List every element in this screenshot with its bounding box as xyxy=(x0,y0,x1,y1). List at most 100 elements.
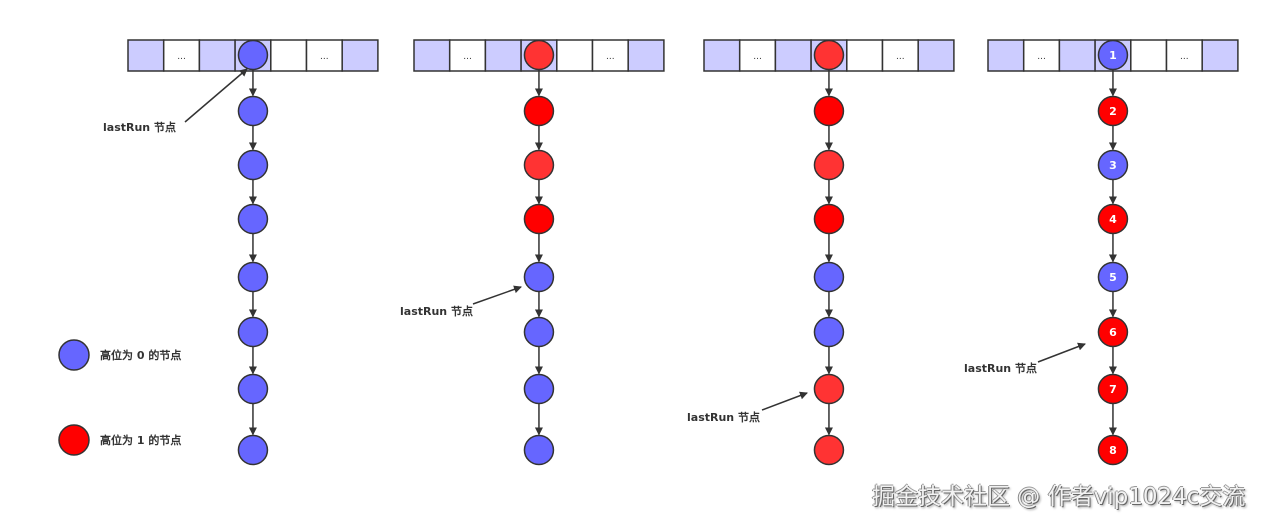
bucket-cell xyxy=(774,39,812,72)
node-circle xyxy=(1097,261,1129,293)
list-node xyxy=(237,39,269,71)
list-node xyxy=(523,373,555,405)
legend-swatch xyxy=(58,339,90,371)
node-number: 2 xyxy=(1109,105,1117,118)
bucket-cell xyxy=(127,39,165,72)
list-node xyxy=(523,261,555,293)
bucket-cell xyxy=(270,39,308,72)
last-run-annotation: lastRun 节点 xyxy=(687,391,808,424)
bucket-cell xyxy=(305,39,343,72)
list-node xyxy=(523,316,555,348)
hash-bucket-column-3: ...... lastRun 节点 xyxy=(687,39,955,466)
node-circle xyxy=(237,316,269,348)
list-node xyxy=(237,203,269,235)
node-circle xyxy=(237,95,269,127)
list-node xyxy=(523,39,555,71)
bucket-cell xyxy=(341,39,379,72)
bucket-cell xyxy=(846,39,884,72)
bucket-cell xyxy=(703,39,741,72)
bucket-cell xyxy=(1130,39,1168,72)
last-run-arrow xyxy=(184,68,248,123)
node-circle xyxy=(523,95,555,127)
list-node xyxy=(237,316,269,348)
list-node: 2 xyxy=(1097,95,1129,127)
node-circle xyxy=(1097,316,1129,348)
node-circle xyxy=(523,149,555,181)
node-circle xyxy=(813,39,845,71)
bucket-cell xyxy=(917,39,955,72)
list-node xyxy=(813,316,845,348)
last-run-arrow xyxy=(472,285,522,305)
list-node xyxy=(813,95,845,127)
bucket-cell-ellipsis: ... xyxy=(753,52,762,62)
node-circle xyxy=(1097,95,1129,127)
node-circle xyxy=(237,261,269,293)
node-number: 7 xyxy=(1109,383,1117,396)
node-circle xyxy=(523,39,555,71)
list-node xyxy=(237,95,269,127)
bucket-cell xyxy=(627,39,665,72)
node-circle xyxy=(237,203,269,235)
node-circle xyxy=(1097,39,1129,71)
last-run-label: lastRun 节点 xyxy=(103,120,176,134)
last-run-annotation: lastRun 节点 xyxy=(103,68,248,134)
node-circle xyxy=(1097,203,1129,235)
bucket-cell xyxy=(484,39,522,72)
list-node xyxy=(813,203,845,235)
bucket-cell xyxy=(881,39,919,72)
bucket-cell xyxy=(987,39,1025,72)
last-run-annotation: lastRun 节点 xyxy=(400,285,522,318)
bucket-cell-ellipsis: ... xyxy=(896,52,905,62)
node-number: 4 xyxy=(1109,213,1117,226)
list-node xyxy=(523,203,555,235)
list-node xyxy=(523,95,555,127)
node-number: 1 xyxy=(1109,49,1117,62)
bucket-cell xyxy=(162,39,201,72)
list-node: 1 xyxy=(1097,39,1129,71)
bucket-cell xyxy=(1058,39,1096,72)
node-circle xyxy=(813,149,845,181)
list-node xyxy=(813,261,845,293)
node-circle xyxy=(523,316,555,348)
node-circle xyxy=(1097,434,1129,466)
node-circle xyxy=(1097,149,1129,181)
hash-bucket-column-2: ......lastRun 节点 xyxy=(400,39,665,466)
hash-bucket-column-4: ......1 2 3 4 5 6 7 8 lastRun 节点 xyxy=(964,39,1239,466)
bucket-cell xyxy=(413,39,451,72)
list-node: 6 xyxy=(1097,316,1129,348)
bucket-cell-ellipsis: ... xyxy=(1037,52,1046,62)
node-circle xyxy=(523,203,555,235)
last-run-arrow xyxy=(761,391,808,411)
node-circle xyxy=(1097,373,1129,405)
node-circle xyxy=(813,373,845,405)
bucket-cell xyxy=(591,39,629,72)
last-run-label: lastRun 节点 xyxy=(964,361,1037,375)
list-node: 4 xyxy=(1097,203,1129,235)
last-run-label: lastRun 节点 xyxy=(687,410,760,424)
bucket-array: ...... xyxy=(987,39,1239,72)
bucket-cell-ellipsis: ... xyxy=(177,52,186,62)
legend-swatch xyxy=(58,424,90,456)
list-node: 3 xyxy=(1097,149,1129,181)
list-node: 7 xyxy=(1097,373,1129,405)
node-circle xyxy=(813,316,845,348)
list-node xyxy=(813,373,845,405)
list-node xyxy=(523,434,555,466)
node-circle xyxy=(237,434,269,466)
bucket-cell-ellipsis: ... xyxy=(463,52,472,62)
list-node xyxy=(523,149,555,181)
list-node: 8 xyxy=(1097,434,1129,466)
node-circle xyxy=(523,261,555,293)
last-run-annotation: lastRun 节点 xyxy=(964,342,1086,375)
bucket-cell xyxy=(556,39,594,72)
node-circle xyxy=(237,39,269,71)
list-node xyxy=(237,261,269,293)
list-node: 5 xyxy=(1097,261,1129,293)
node-circle xyxy=(813,95,845,127)
legend-item: 高位为 1 的节点 xyxy=(58,424,181,456)
bucket-cell xyxy=(1201,39,1239,72)
hash-bucket-column-1: ......lastRun 节点 xyxy=(103,39,379,466)
bucket-cell xyxy=(1022,39,1061,72)
